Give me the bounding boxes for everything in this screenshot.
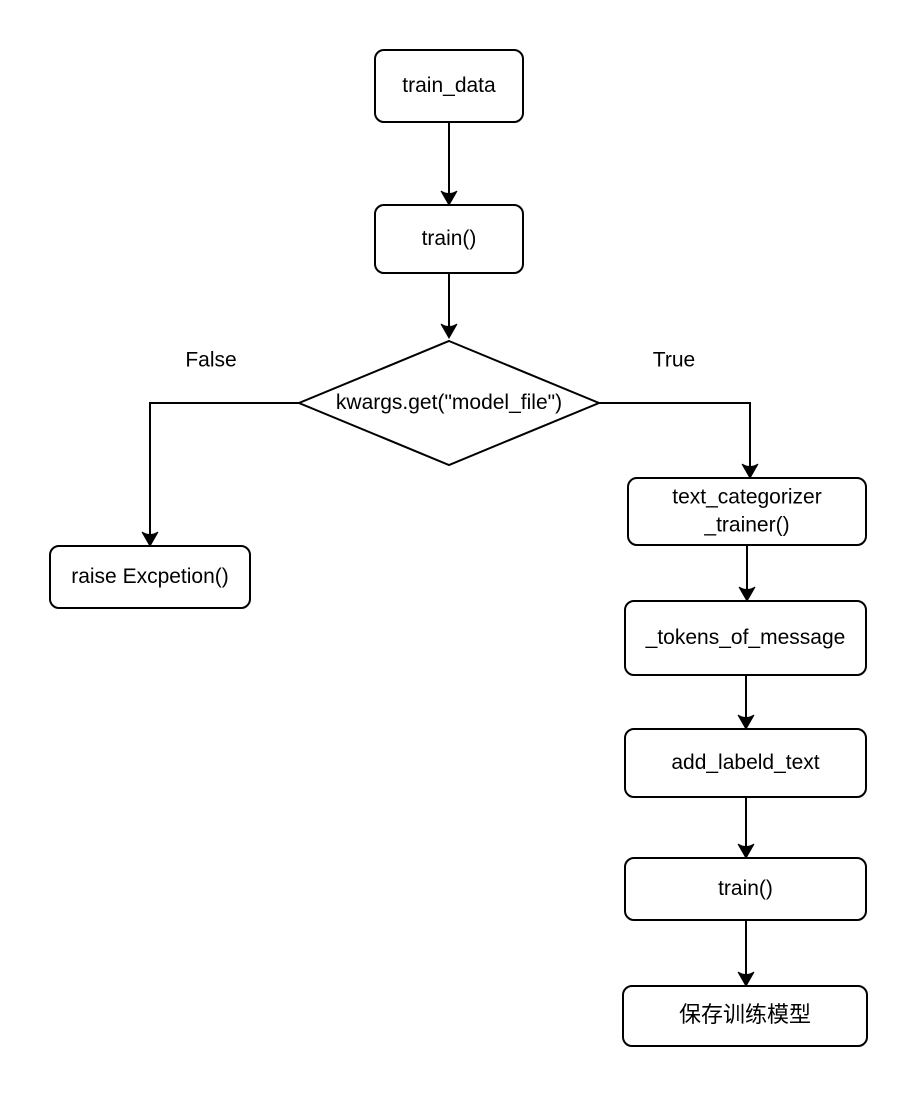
edge-tokens-of-message-to-add-labeld-text-arrowhead	[737, 714, 755, 731]
edge-text-categorizer-trainer-to-tokens-of-message	[738, 545, 756, 603]
train-entry-label: train()	[422, 227, 477, 250]
tokens-of-message-label: _tokens_of_message	[645, 626, 846, 649]
node-train-data[interactable]: train_data	[374, 49, 524, 123]
train-data-label: train_data	[402, 74, 496, 97]
nodes-layer: train_data train() kwargs.get("model_file"…	[49, 49, 868, 1047]
train-call-shape	[624, 857, 867, 921]
save-trained-model-label: 保存训练模型	[679, 1003, 811, 1028]
edge-decision-true-to-text-categorizer-trainer	[599, 402, 759, 480]
text-categorizer-trainer-shape	[627, 477, 867, 546]
train-call-label: train()	[718, 877, 773, 900]
train-entry-shape	[374, 204, 524, 274]
raise-exception-shape	[49, 545, 251, 609]
add-labeld-text-shape	[624, 728, 867, 798]
branch-labels-layer: False True	[185, 349, 695, 372]
node-add-labeld-text[interactable]: add_labeld_text	[624, 728, 867, 798]
kwargs-get-model-file-decision-label: kwargs.get("model_file")	[336, 391, 562, 414]
edge-tokens-of-message-to-add-labeld-text	[737, 675, 755, 731]
node-train-call[interactable]: train()	[624, 857, 867, 921]
edge-train-to-save-model	[737, 920, 755, 988]
edge-train-data-to-train	[440, 122, 458, 207]
edge-text-categorizer-trainer-to-tokens-of-message-arrowhead	[738, 586, 756, 603]
save-trained-model-shape	[622, 985, 868, 1047]
edge-decision-false-to-raise-exception-line	[149, 402, 299, 538]
edge-train-to-save-model-arrowhead	[737, 971, 755, 988]
train-data-shape	[374, 49, 524, 123]
node-kwargs-get-model-file-decision[interactable]: kwargs.get("model_file")	[296, 339, 602, 467]
edge-decision-true-to-text-categorizer-trainer-line	[599, 402, 751, 470]
edge-add-labeld-text-to-train	[737, 797, 755, 860]
node-tokens-of-message[interactable]: _tokens_of_message	[624, 600, 867, 676]
node-save-trained-model[interactable]: 保存训练模型	[622, 985, 868, 1047]
add-labeld-text-label: add_labeld_text	[671, 751, 819, 774]
text-categorizer-trainer-label: text_categorizer_trainer()	[672, 485, 821, 536]
node-raise-exception[interactable]: raise Excpetion()	[49, 545, 251, 609]
node-text-categorizer-trainer[interactable]: text_categorizer_trainer()	[627, 477, 867, 546]
raise-exception-label: raise Excpetion()	[71, 565, 229, 588]
kwargs-get-model-file-decision-shape	[296, 339, 602, 467]
edge-train-data-to-train-arrowhead	[440, 190, 458, 207]
edge-decision-false-to-raise-exception-arrowhead	[141, 531, 159, 548]
edge-train-to-decision-arrowhead	[440, 323, 458, 340]
edges-layer	[141, 122, 759, 988]
node-train-entry[interactable]: train()	[374, 204, 524, 274]
tokens-of-message-shape	[624, 600, 867, 676]
branch-label-false: False	[185, 349, 236, 372]
edge-decision-true-to-text-categorizer-trainer-arrowhead	[741, 463, 759, 480]
edge-decision-false-to-raise-exception	[141, 402, 299, 548]
branch-label-true: True	[653, 349, 695, 372]
edge-add-labeld-text-to-train-arrowhead	[737, 843, 755, 860]
edge-train-to-decision	[440, 273, 458, 340]
